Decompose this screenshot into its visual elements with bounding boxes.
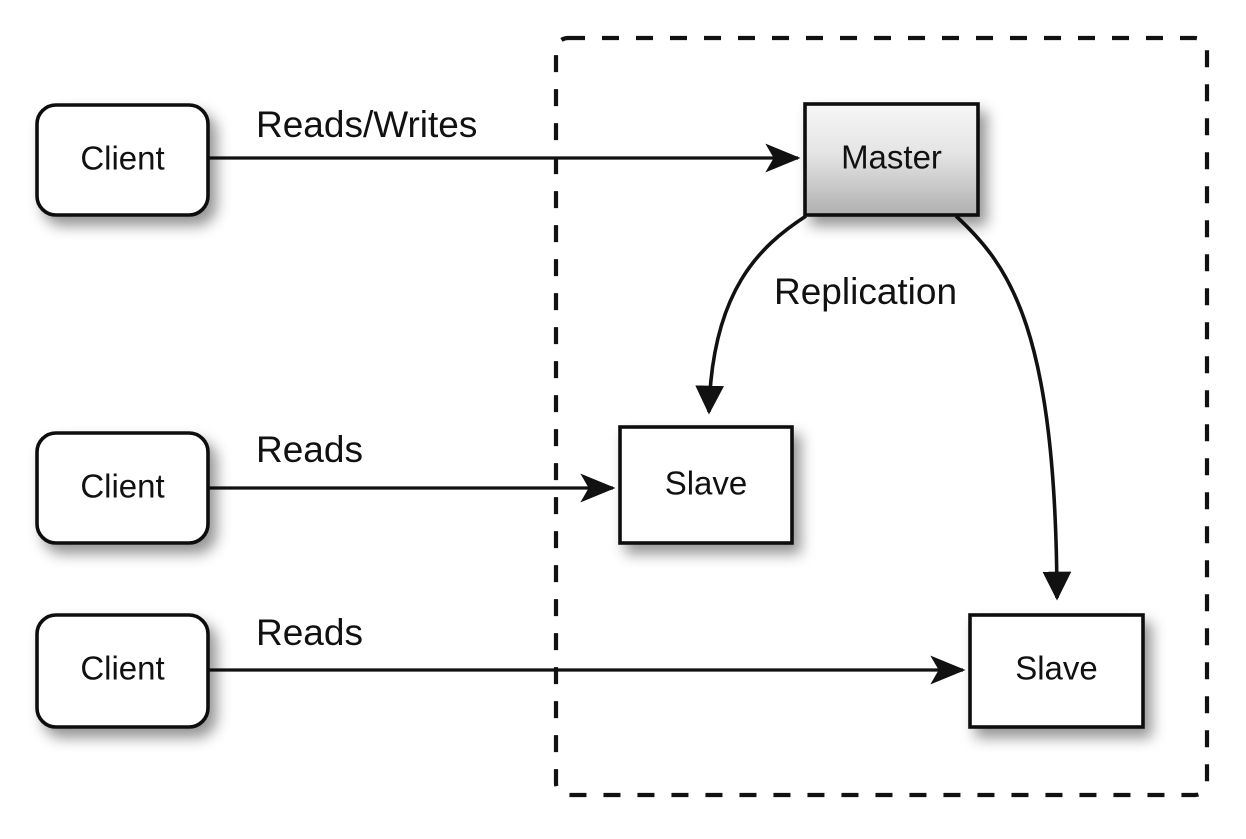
edge-label-reads-bottom: Reads	[256, 612, 363, 653]
edge-label-reads-middle: Reads	[256, 429, 363, 470]
slave-middle-label: Slave	[665, 465, 748, 502]
node-master[interactable]: Master	[803, 102, 980, 217]
node-slave-bottom[interactable]: Slave	[968, 613, 1145, 729]
slave-bottom-label: Slave	[1015, 650, 1098, 687]
node-slave-middle[interactable]: Slave	[618, 425, 794, 545]
client-bottom-label: Client	[80, 650, 164, 687]
master-shape	[803, 102, 980, 217]
slave-middle-shape	[618, 425, 794, 545]
client-top-shape	[35, 103, 210, 217]
client-top-label: Client	[80, 140, 164, 177]
edge-label-reads-writes: Reads/Writes	[256, 104, 477, 145]
node-client-top[interactable]: Client	[35, 103, 210, 217]
master-label: Master	[841, 139, 942, 176]
edge-label-replication: Replication	[774, 271, 957, 312]
edge-master-to-slave-bottom	[954, 214, 1072, 601]
client-middle-label: Client	[80, 468, 164, 505]
database-cluster-boundary	[553, 35, 1210, 798]
slave-bottom-shape	[968, 613, 1145, 729]
client-bottom-shape	[35, 613, 210, 729]
node-client-middle[interactable]: Client	[35, 431, 210, 545]
client-middle-shape	[35, 431, 210, 545]
edge-master-to-slave-middle	[695, 214, 807, 415]
node-client-bottom[interactable]: Client	[35, 613, 210, 729]
